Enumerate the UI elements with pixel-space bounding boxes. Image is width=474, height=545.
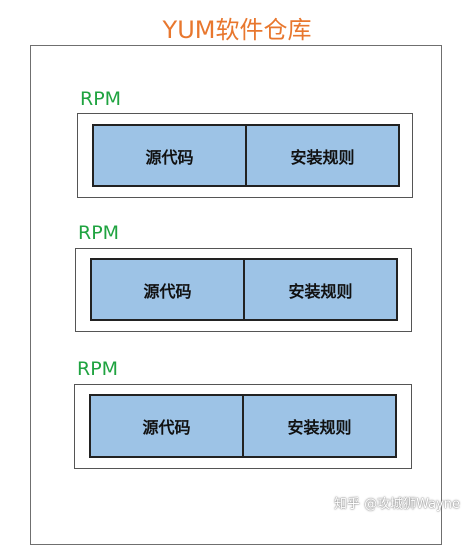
- rpm-package-1-cells: 源代码 安装规则: [92, 124, 400, 187]
- rpm-3-source-code-cell: 源代码: [91, 396, 242, 456]
- rpm-package-3-cells: 源代码 安装规则: [89, 394, 397, 458]
- rpm-3-install-rules-cell: 安装规则: [244, 396, 395, 456]
- rpm-2-source-code-cell: 源代码: [92, 260, 243, 319]
- rpm-label-3: RPM: [77, 358, 119, 380]
- rpm-2-install-rules-cell: 安装规则: [245, 260, 396, 319]
- watermark: 知乎 @攻城狮Wayne: [333, 497, 460, 512]
- rpm-package-2-cells: 源代码 安装规则: [90, 258, 398, 321]
- rpm-label-1: RPM: [80, 88, 122, 110]
- diagram-title: YUM软件仓库: [162, 16, 312, 44]
- rpm-1-install-rules-cell: 安装规则: [247, 126, 398, 185]
- rpm-label-2: RPM: [78, 222, 120, 244]
- rpm-1-source-code-cell: 源代码: [94, 126, 245, 185]
